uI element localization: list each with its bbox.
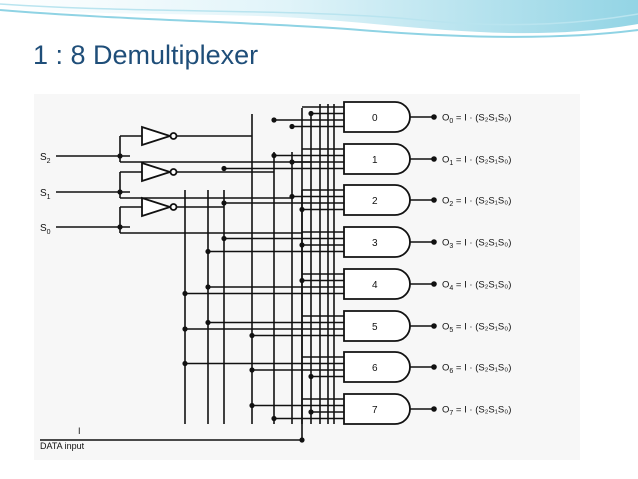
and-gate-0 [343, 101, 411, 133]
junction-dot [289, 123, 295, 130]
junction-dot [271, 152, 277, 159]
junction-dot [299, 437, 305, 443]
wire-junctions [117, 110, 437, 443]
junction-dot [221, 165, 227, 172]
output-expression: O4 = I · (S₂S₁S₀) [442, 280, 511, 293]
junction-dot [249, 367, 255, 373]
data-input-label: DATA input [40, 441, 85, 451]
junction-dot [205, 248, 211, 255]
select-input-label: S2 [40, 152, 51, 165]
and-gate-label: 7 [372, 405, 378, 416]
and-gate-7 [343, 393, 411, 425]
and-gate-4 [343, 268, 411, 300]
header-wave-decoration [0, 0, 638, 38]
junction-dot [289, 193, 295, 200]
junction-dot [182, 360, 188, 367]
select-input-label: S0 [40, 223, 51, 236]
inverter-icon [141, 161, 173, 183]
junction-dot [308, 110, 314, 117]
and-gate-1 [343, 143, 411, 175]
output-dot [431, 364, 437, 370]
junction-dot [205, 284, 211, 290]
inverter-bubble-icon [169, 132, 178, 140]
inverter-icon [141, 125, 173, 147]
junction-dot [271, 117, 277, 123]
inverter-gates [141, 125, 178, 218]
select-input-label: S1 [40, 188, 51, 201]
and-gate-label: 6 [372, 363, 378, 374]
output-dot [431, 323, 437, 329]
and-gate-label: 1 [372, 155, 378, 166]
junction-dot [249, 332, 255, 339]
junction-dot [117, 189, 123, 195]
output-expression: O2 = I · (S₂S₁S₀) [442, 196, 511, 209]
output-expression: O1 = I · (S₂S₁S₀) [442, 155, 511, 168]
junction-dot [299, 242, 305, 248]
junction-dot [299, 277, 305, 284]
junction-dot [308, 409, 314, 415]
and-gate-label: 0 [372, 113, 378, 124]
and-gate-label: 2 [372, 196, 378, 207]
junction-dot [117, 153, 123, 159]
and-gate-label: 5 [372, 322, 378, 333]
output-expression: O7 = I · (S₂S₁S₀) [442, 405, 511, 418]
slide-title: 1 : 8 Demultiplexer [33, 40, 259, 70]
output-dot [431, 114, 437, 120]
junction-dot [182, 290, 188, 297]
output-dot [431, 156, 437, 162]
output-expression: O6 = I · (S₂S₁S₀) [442, 363, 511, 376]
and-gate-3 [343, 226, 411, 258]
data-input-symbol: I [78, 426, 81, 436]
output-dot [431, 197, 437, 203]
junction-dot [182, 326, 188, 332]
junction-dot [205, 319, 211, 326]
junction-dot [271, 415, 277, 422]
inverter-bubble-icon [169, 203, 178, 211]
output-dot [431, 239, 437, 245]
output-expression: O3 = I · (S₂S₁S₀) [442, 238, 511, 251]
inverter-icon [141, 196, 173, 218]
and-gates: 0 1 2 3 4 5 6 7 [343, 101, 411, 425]
junction-dot [221, 235, 227, 242]
and-gate-5 [343, 310, 411, 342]
and-gate-label: 3 [372, 238, 378, 249]
junction-dot [299, 206, 305, 213]
output-dot [431, 281, 437, 287]
and-gate-6 [343, 351, 411, 383]
and-gate-2 [343, 184, 411, 216]
junction-dot [289, 159, 295, 165]
junction-dot [221, 200, 227, 206]
junction-dot [249, 402, 255, 409]
junction-dot [308, 373, 314, 380]
output-dot [431, 406, 437, 412]
and-gate-label: 4 [372, 280, 378, 291]
output-expression: O5 = I · (S₂S₁S₀) [442, 322, 511, 335]
output-expression: O0 = I · (S₂S₁S₀) [442, 113, 511, 126]
inverter-bubble-icon [169, 168, 178, 176]
junction-dot [117, 224, 123, 230]
